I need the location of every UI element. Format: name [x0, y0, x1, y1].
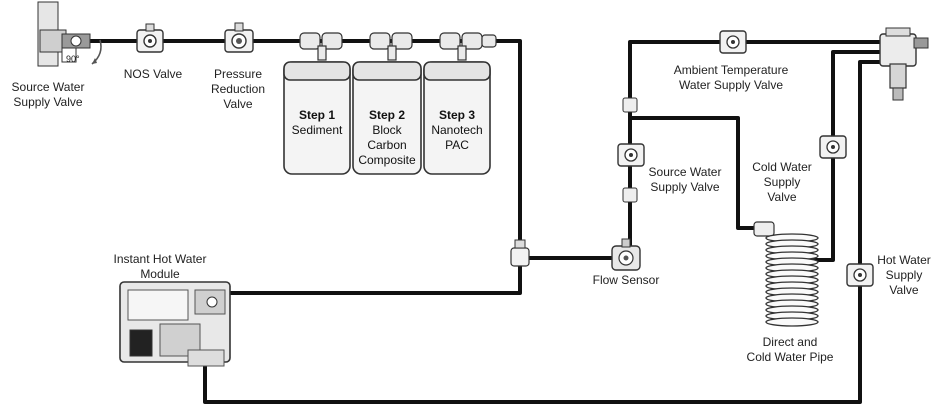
label-line: Supply: [763, 175, 801, 189]
ambient-valve-icon: [719, 30, 747, 54]
filter-step2-name: Block: [372, 123, 402, 137]
source-valve-mid-icon: [617, 97, 645, 203]
label-hot-valve: Hot Water Supply Valve: [868, 253, 940, 298]
flow-sensor-icon: [611, 238, 641, 271]
label-cold-valve: Cold Water Supply Valve: [742, 160, 822, 205]
filter-step1-name: Sediment: [291, 123, 343, 137]
label-line: Ambient Temperature: [673, 63, 789, 77]
label-line: Cold Water Pipe: [746, 350, 834, 364]
label-line: Module: [140, 267, 180, 281]
cold-valve-icon: [819, 135, 847, 159]
coil-loop: [765, 317, 819, 327]
hot-valve-icon: [846, 263, 874, 287]
filter-step1-step: Step 1: [298, 108, 335, 122]
filter-step2-step: Step 2: [368, 108, 405, 122]
filter-step3-name: PAC: [445, 138, 469, 152]
nos-valve-icon: [136, 23, 164, 53]
filter-step3-label: Step 3 Nanotech PAC: [424, 108, 490, 153]
hot-water-loop-pipe: [203, 60, 883, 404]
label-line: Direct and: [762, 335, 818, 349]
label-direct-cold-pipe: Direct and Cold Water Pipe: [730, 335, 850, 365]
rotation-arrow-icon: [91, 39, 102, 65]
label-source-valve-mid: Source Water Supply Valve: [640, 165, 730, 195]
label-angle: 90°: [66, 54, 80, 64]
filter-step1-label: Step 1 Sediment: [284, 108, 350, 138]
filter-to-tee-pipe: [228, 39, 522, 295]
label-line: Flow Sensor: [592, 273, 660, 287]
label-pressure-reduction: Pressure Reduction Valve: [196, 67, 280, 112]
label-line: Valve: [223, 97, 253, 111]
cold-water-coil-icon: [753, 221, 819, 327]
source-valve-left-icon: [37, 1, 102, 67]
label-line: Valve: [767, 190, 797, 204]
label-source-valve-left: Source Water Supply Valve: [2, 80, 94, 110]
filter-step3-step: Step 3: [438, 108, 475, 122]
filter-cartridges: [283, 61, 491, 175]
label-nos-valve: NOS Valve: [108, 67, 198, 82]
label-line: Hot Water: [877, 253, 931, 267]
tee-fitting-icon: [510, 239, 530, 267]
label-line: Water Supply Valve: [678, 78, 784, 92]
label-line: Source Water: [11, 80, 85, 94]
label-line: Reduction: [210, 82, 266, 96]
instant-hot-water-module-icon: [119, 281, 231, 367]
label-hot-water-module: Instant Hot Water Module: [100, 252, 220, 282]
label-line: Pressure: [213, 67, 263, 81]
label-line: Supply Valve: [650, 180, 720, 194]
flow-sensor-riser-pipe: [628, 40, 880, 258]
label-line: Valve: [889, 283, 919, 297]
filter-step2-name: Carbon: [367, 138, 407, 152]
label-line: Cold Water: [752, 160, 812, 174]
filter-step2-name: Composite: [358, 153, 416, 167]
label-line: Supply: [885, 268, 923, 282]
filter-step2-label: Step 2 Block Carbon Composite: [353, 108, 421, 168]
label-line: Supply Valve: [13, 95, 83, 109]
pressure-reduction-valve-icon: [224, 22, 254, 53]
label-line: Source Water: [648, 165, 722, 179]
label-line: NOS Valve: [123, 67, 183, 81]
label-line: Instant Hot Water: [113, 252, 207, 266]
filter-fittings: [299, 32, 497, 61]
label-ambient-valve: Ambient Temperature Water Supply Valve: [656, 63, 806, 93]
filter-step3-name: Nanotech: [431, 123, 483, 137]
label-flow-sensor: Flow Sensor: [576, 273, 676, 288]
dispenser-faucet-icon: [879, 27, 929, 101]
